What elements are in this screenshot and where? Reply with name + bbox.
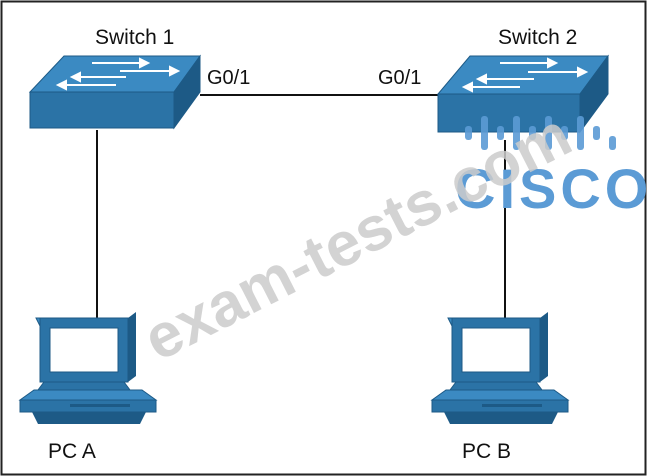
pcb-icon — [430, 312, 570, 424]
switch2-port-label: G0/1 — [378, 67, 421, 89]
cisco-logo-icon — [465, 116, 616, 150]
switch1-label: Switch 1 — [95, 26, 174, 49]
switch2-icon — [436, 54, 609, 134]
cisco-logo-text: CISCO — [455, 157, 647, 220]
switch2-label: Switch 2 — [498, 26, 577, 49]
pcb-label: PC B — [462, 440, 511, 463]
switch1-icon — [28, 54, 201, 130]
pca-icon — [18, 312, 158, 424]
pca-label: PC A — [48, 440, 96, 463]
switch1-port-label: G0/1 — [207, 67, 250, 89]
